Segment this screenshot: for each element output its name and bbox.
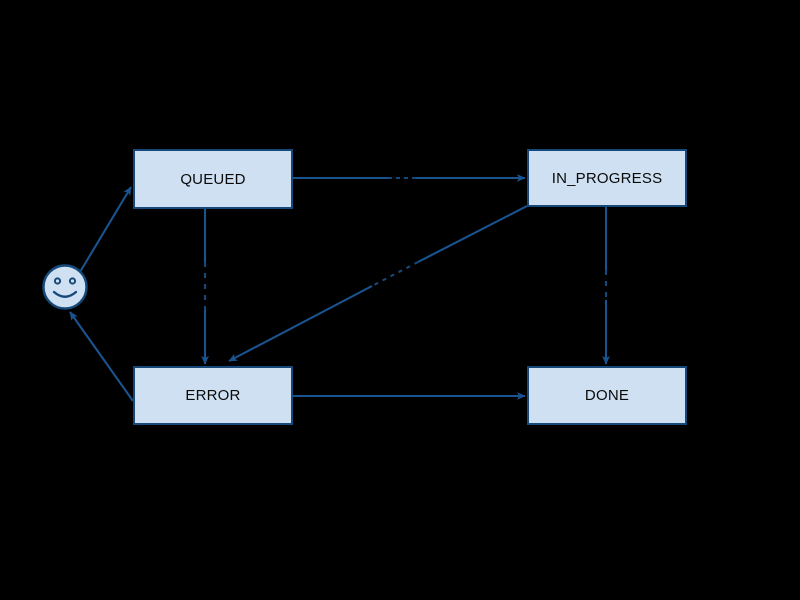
edge-error-to-start (69, 311, 134, 402)
state-node-in-progress[interactable]: IN_PROGRESS (527, 149, 687, 207)
state-label-error: ERROR (185, 387, 241, 404)
state-label-queued: QUEUED (180, 170, 246, 188)
state-label-done: DONE (584, 387, 630, 404)
edge-start-to-queued (79, 186, 132, 273)
state-label-in-progress: IN_PROGRESS (551, 169, 663, 187)
edge-in-progress-to-error (228, 205, 528, 362)
state-node-done[interactable]: DONE (527, 366, 687, 425)
start-node[interactable] (42, 264, 88, 310)
state-node-queued[interactable]: QUEUED (133, 149, 293, 209)
smiley-eye-right-icon (68, 277, 77, 285)
state-node-error[interactable]: ERROR (133, 366, 293, 425)
smiley-eye-left-icon (53, 277, 62, 285)
smiley-face-icon (42, 264, 88, 310)
smiley-mouth-icon (52, 290, 78, 298)
